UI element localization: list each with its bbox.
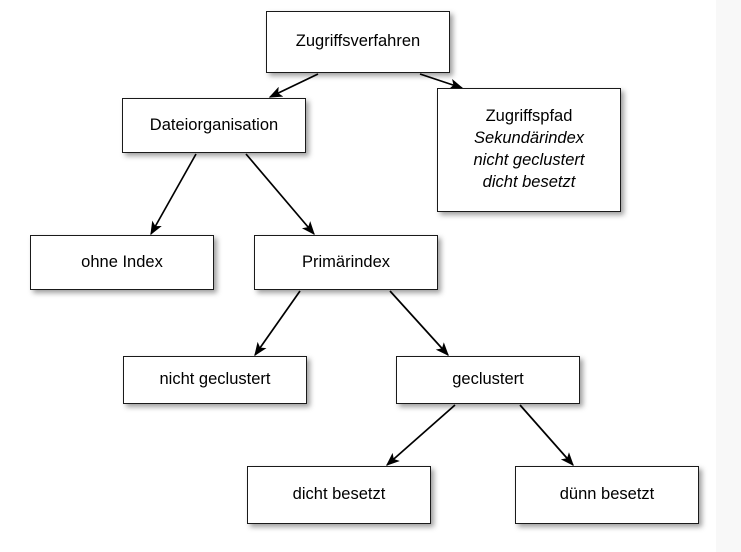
node-label: Zugriffsverfahren bbox=[295, 32, 421, 51]
node-duenn-besetzt[interactable]: dünn besetzt bbox=[515, 466, 699, 524]
node-label: nicht geclustert bbox=[473, 151, 585, 169]
node-label: Sekundärindex bbox=[473, 129, 585, 148]
node-zugriffsverfahren[interactable]: Zugriffsverfahren bbox=[266, 11, 450, 73]
node-dicht-besetzt[interactable]: dicht besetzt bbox=[247, 466, 431, 524]
node-label: Zugriffspfad bbox=[485, 107, 573, 126]
edge-geclustert-to-duenn-besetzt bbox=[519, 404, 574, 467]
node-label: dicht besetzt bbox=[292, 485, 386, 504]
edges bbox=[150, 73, 574, 467]
node-primaerindex[interactable]: Primärindex bbox=[254, 235, 438, 290]
edge-primaerindex-to-geclustert bbox=[389, 290, 449, 357]
edge-dateiorganisation-to-ohne-index bbox=[150, 153, 197, 236]
edge-zugriffsverfahren-to-dateiorganisation bbox=[268, 73, 319, 98]
node-dateiorganisation[interactable]: Dateiorganisation bbox=[122, 98, 306, 153]
node-label: geclustert bbox=[452, 370, 524, 389]
node-label: ohne Index bbox=[81, 252, 163, 271]
right-gutter bbox=[716, 0, 741, 552]
node-label: dünn besetzt bbox=[559, 485, 655, 504]
node-label: dicht besetzt bbox=[482, 172, 576, 191]
edge-zugriffsverfahren-to-zugriffspfad bbox=[419, 73, 464, 90]
node-ohne-index[interactable]: ohne Index bbox=[30, 235, 214, 290]
node-label: nicht geclustert bbox=[159, 370, 271, 389]
edge-dateiorganisation-to-primaerindex bbox=[245, 153, 315, 236]
node-nicht-geclustert[interactable]: nicht geclustert bbox=[123, 356, 307, 404]
node-label: Dateiorganisation bbox=[149, 115, 279, 134]
edge-geclustert-to-dicht-besetzt bbox=[385, 404, 456, 466]
edge-primaerindex-to-nicht-geclustert bbox=[254, 290, 301, 357]
node-geclustert[interactable]: geclustert bbox=[396, 356, 580, 404]
node-label: Primärindex bbox=[301, 252, 391, 271]
